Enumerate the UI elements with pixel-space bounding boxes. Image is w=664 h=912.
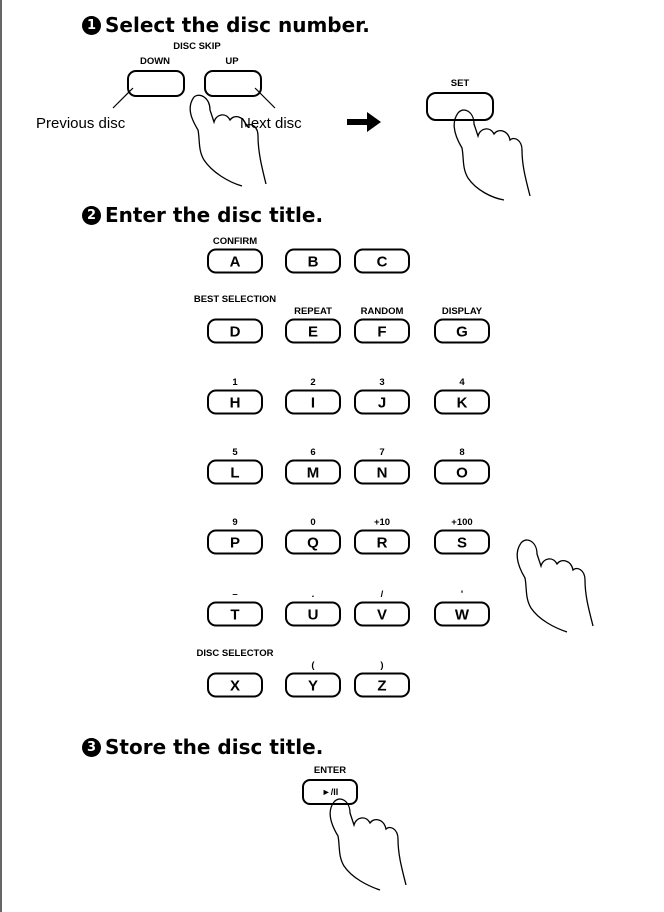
key-function-label: DISC SELECTOR bbox=[190, 648, 280, 659]
key-letter: J bbox=[378, 395, 386, 412]
hand-icon bbox=[190, 95, 266, 186]
key-function-label: CONFIRM bbox=[190, 236, 280, 247]
step-number-badge: 1 bbox=[82, 16, 101, 35]
key-letter: Z bbox=[377, 678, 386, 695]
disc-skip-up-button[interactable] bbox=[205, 71, 261, 96]
key-letter: F bbox=[377, 324, 386, 341]
down-label: DOWN bbox=[140, 56, 170, 67]
key-function-label: +10 bbox=[337, 517, 427, 528]
key-letter: W bbox=[455, 607, 470, 624]
step-text: Select the disc number. bbox=[105, 13, 370, 37]
previous-disc-label: Previous disc bbox=[36, 115, 125, 132]
key-function-label: ' bbox=[417, 589, 507, 600]
key-function-label: 8 bbox=[417, 447, 507, 458]
key-function-label: 9 bbox=[190, 517, 280, 528]
up-label: UP bbox=[225, 56, 238, 67]
next-disc-label: Next disc bbox=[240, 115, 302, 132]
set-label: SET bbox=[451, 78, 469, 89]
key-letter: K bbox=[457, 395, 468, 412]
key-function-label: 5 bbox=[190, 447, 280, 458]
step-text: Store the disc title. bbox=[105, 735, 323, 759]
key-function-label: DISPLAY bbox=[417, 306, 507, 317]
enter-label: ENTER bbox=[314, 765, 346, 776]
key-function-label: 3 bbox=[337, 377, 427, 388]
set-button[interactable] bbox=[427, 93, 493, 120]
key-function-label: 4 bbox=[417, 377, 507, 388]
key-letter: M bbox=[307, 465, 320, 482]
hand-icon bbox=[330, 799, 406, 890]
key-letter: N bbox=[377, 465, 388, 482]
hand-icon bbox=[454, 110, 530, 200]
hand-icon bbox=[517, 540, 593, 632]
step-2-heading: 2 Enter the disc title. bbox=[82, 203, 323, 227]
key-letter: B bbox=[308, 254, 319, 271]
disc-skip-label: DISC SKIP bbox=[173, 41, 221, 52]
play-pause-icon: ►/II bbox=[322, 787, 338, 798]
key-function-label: / bbox=[337, 589, 427, 600]
step-number-badge: 2 bbox=[82, 206, 101, 225]
key-letter: D bbox=[230, 324, 241, 341]
key-function-label: ) bbox=[337, 660, 427, 671]
key-letter: Q bbox=[307, 535, 319, 552]
key-letter: Y bbox=[308, 678, 318, 695]
key-letter: V bbox=[377, 607, 387, 624]
disc-skip-down-button[interactable] bbox=[128, 71, 184, 96]
key-letter: G bbox=[456, 324, 468, 341]
key-letter: R bbox=[377, 535, 388, 552]
key-function-label: 1 bbox=[190, 377, 280, 388]
keypad: A B C D E F G H I J K L M N O P Q R S T U V W X Y Z bbox=[208, 250, 489, 697]
key-function-label: – bbox=[190, 589, 280, 600]
key-letter: T bbox=[230, 607, 239, 624]
next-disc-leader bbox=[255, 88, 275, 108]
key-letter: L bbox=[230, 465, 239, 482]
key-letter: S bbox=[457, 535, 467, 552]
key-function-label: 7 bbox=[337, 447, 427, 458]
key-letter: C bbox=[377, 254, 388, 271]
key-function-label: BEST SELECTION bbox=[190, 294, 280, 305]
previous-disc-leader bbox=[113, 88, 133, 108]
key-letter: O bbox=[456, 465, 468, 482]
key-letter: H bbox=[230, 395, 241, 412]
step-number-badge: 3 bbox=[82, 738, 101, 757]
key-letter: P bbox=[230, 535, 240, 552]
key-letter: A bbox=[230, 254, 241, 271]
key-function-label: +100 bbox=[417, 517, 507, 528]
key-function-label: RANDOM bbox=[337, 306, 427, 317]
key-letter: U bbox=[308, 607, 319, 624]
key-letter: E bbox=[308, 324, 318, 341]
right-arrow-icon bbox=[347, 112, 381, 132]
key-letter: I bbox=[311, 395, 315, 412]
step-text: Enter the disc title. bbox=[105, 203, 323, 227]
key-letter: X bbox=[230, 678, 240, 695]
step-1-heading: 1 Select the disc number. bbox=[82, 13, 370, 37]
step-3-heading: 3 Store the disc title. bbox=[82, 735, 323, 759]
